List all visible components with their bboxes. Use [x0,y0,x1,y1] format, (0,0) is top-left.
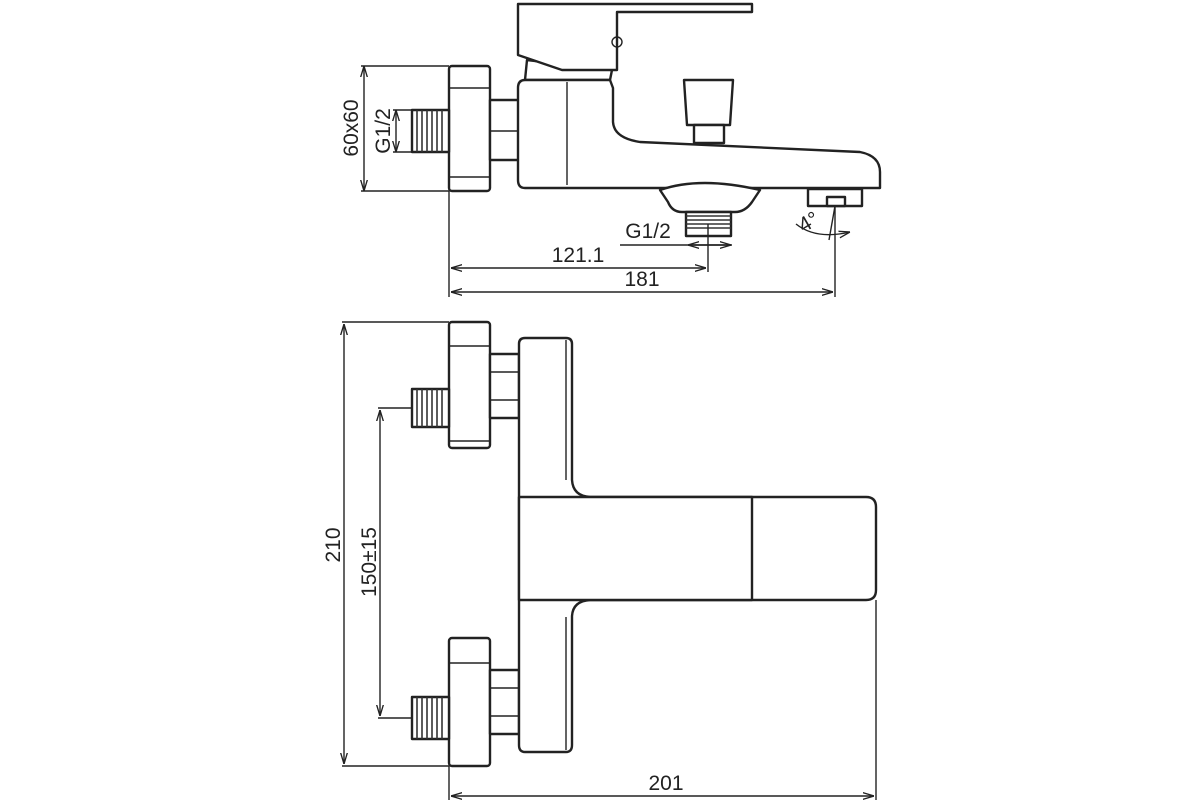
front-view: 210 150±15 201 [322,320,878,800]
spout-angle-label: 4° [794,207,823,237]
side-projection-label: 181 [624,268,659,291]
front-projection-label: 201 [648,772,683,795]
size-label: 60x60 [340,99,363,156]
aerator [795,187,864,297]
inlet-thread [393,108,451,154]
inlet-spacing-label: 150±15 [358,527,381,597]
outlet-offset-label: 121.1 [552,244,605,267]
upper-wall-plate [410,320,521,450]
lower-wall-plate [410,636,521,768]
inlet-thread-label: G1/2 [372,108,395,154]
outlet-thread [620,210,733,272]
mixer-body-front [517,336,878,754]
side-view: 60x60 G1/2 G1/2 121.1 181 4° [340,2,882,297]
outlet-thread-label: G1/2 [625,220,671,243]
mixer-body [516,78,882,214]
nut [488,98,521,162]
lever-handle [516,2,754,82]
height-label: 210 [322,527,345,562]
diverter-knob [682,78,735,145]
